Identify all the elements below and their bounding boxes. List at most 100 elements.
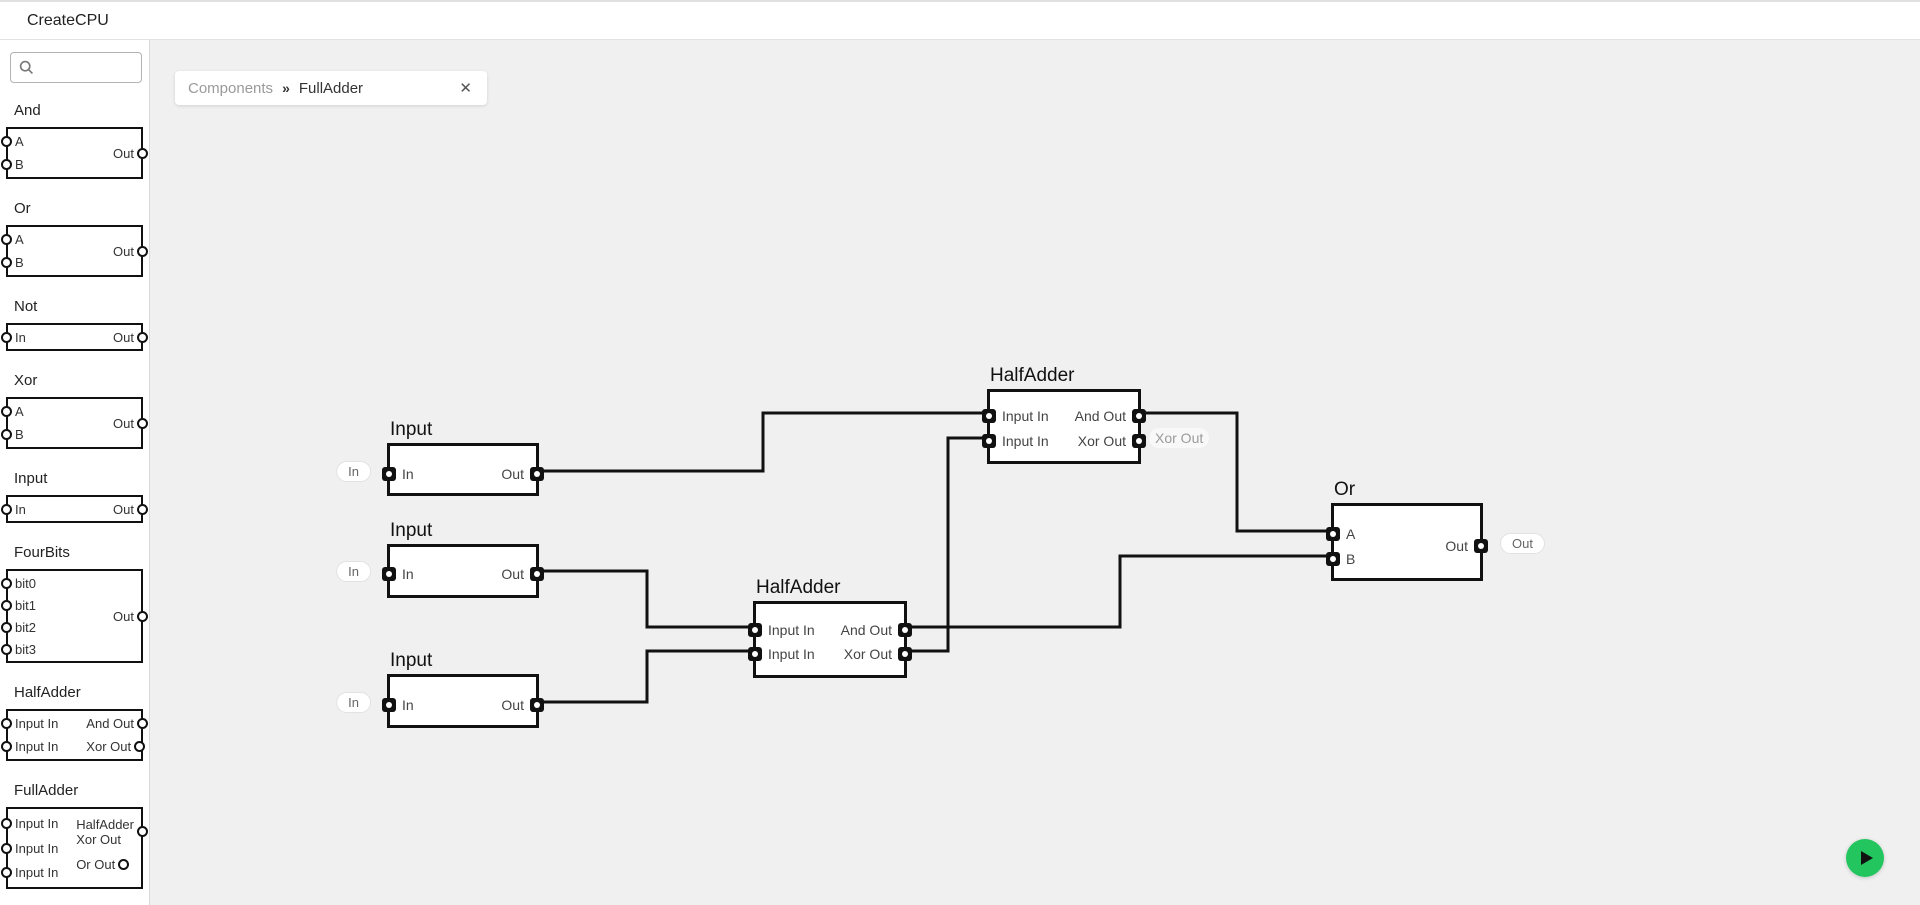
port-icon[interactable] — [898, 647, 912, 661]
port-icon[interactable] — [382, 698, 396, 712]
input-port-row: Input In — [1, 814, 59, 834]
port-icon[interactable] — [1, 818, 12, 829]
node-title: Input — [390, 650, 433, 671]
port-icon[interactable] — [530, 467, 544, 481]
port-icon[interactable] — [1326, 552, 1340, 566]
port-icon[interactable] — [982, 434, 996, 448]
port-icon[interactable] — [382, 467, 396, 481]
wire-input2-out-to-halfadder2-in1[interactable] — [539, 569, 753, 629]
port-icon[interactable] — [1, 256, 12, 268]
search-input[interactable] — [40, 59, 130, 76]
port-icon[interactable] — [137, 718, 148, 730]
port-label: Input In — [15, 816, 59, 831]
input-port-row: Input In — [1, 736, 58, 756]
port-icon[interactable] — [137, 826, 148, 838]
breadcrumb-components-link[interactable]: Components — [188, 79, 274, 97]
wire-input3-out-to-halfadder2-in2[interactable] — [539, 649, 753, 704]
port-icon[interactable] — [1, 158, 12, 170]
port-icon[interactable] — [1, 643, 12, 655]
input-port-row: A — [1, 402, 24, 422]
port-icon[interactable] — [530, 698, 544, 712]
wire-halfadder1-andout-to-or-a[interactable] — [1141, 411, 1331, 533]
port-icon[interactable] — [982, 409, 996, 423]
port-icon[interactable] — [1326, 527, 1340, 541]
port-icon[interactable] — [748, 647, 762, 661]
search-box[interactable] — [10, 52, 142, 83]
port-icon[interactable] — [1132, 434, 1146, 448]
io-badge[interactable]: Out — [1500, 533, 1545, 554]
io-badge[interactable]: In — [336, 561, 371, 582]
port-icon[interactable] — [1, 234, 12, 246]
port-icon[interactable] — [1, 428, 12, 440]
output-ports: Out — [113, 129, 148, 177]
io-badge[interactable]: In — [336, 461, 371, 482]
port-icon[interactable] — [118, 858, 130, 870]
port-icon[interactable] — [898, 623, 912, 637]
input-port-row: B — [1, 154, 24, 174]
port-icon[interactable] — [1, 842, 12, 854]
port-icon[interactable] — [1, 740, 12, 752]
port-icon[interactable] — [1, 621, 12, 633]
io-badge[interactable]: In — [336, 692, 371, 713]
port-icon[interactable] — [382, 567, 396, 581]
port-icon[interactable] — [1474, 539, 1488, 553]
port-icon[interactable] — [137, 147, 148, 159]
wire-halfadder2-xorout-to-halfadder1-in2[interactable] — [907, 436, 987, 653]
input-port-row: B — [1, 252, 24, 272]
port-icon[interactable] — [137, 503, 148, 515]
port-hole — [1478, 543, 1484, 549]
port-label: And Out — [840, 622, 892, 638]
close-icon[interactable]: ✕ — [457, 77, 474, 99]
play-button[interactable] — [1846, 839, 1884, 877]
port-icon[interactable] — [1, 599, 12, 611]
sidebar-item-label: HalfAdder — [14, 684, 81, 701]
port-label: Out — [113, 501, 134, 517]
port-icon[interactable] — [1, 503, 12, 515]
port-icon[interactable] — [530, 567, 544, 581]
output-port-row: Out — [113, 606, 148, 626]
port-icon[interactable] — [1, 406, 12, 418]
sidebar-item-label: FullAdder — [14, 782, 79, 799]
port-icon[interactable] — [748, 623, 762, 637]
port-label: Out — [113, 243, 134, 259]
port-icon[interactable] — [1, 867, 12, 878]
port-label: Input In — [768, 646, 815, 662]
input-port-row: A — [1, 230, 24, 250]
output-port-row: Out — [113, 241, 148, 261]
port-label: B — [1346, 551, 1356, 567]
port-icon[interactable] — [1, 718, 12, 730]
wire-input1-out-to-halfadder1-in1[interactable] — [539, 411, 987, 473]
port-icon[interactable] — [137, 331, 148, 343]
port-icon[interactable] — [137, 417, 148, 429]
port-icon[interactable] — [1, 331, 12, 343]
port-icon[interactable] — [137, 610, 148, 622]
wire-halfadder2-andout-to-or-b[interactable] — [907, 554, 1331, 629]
port-icon[interactable] — [1, 577, 12, 589]
port-icon[interactable] — [1, 136, 12, 148]
port-icon[interactable] — [134, 740, 146, 752]
port-icon[interactable] — [1132, 409, 1146, 423]
port-icon[interactable] — [137, 245, 148, 257]
